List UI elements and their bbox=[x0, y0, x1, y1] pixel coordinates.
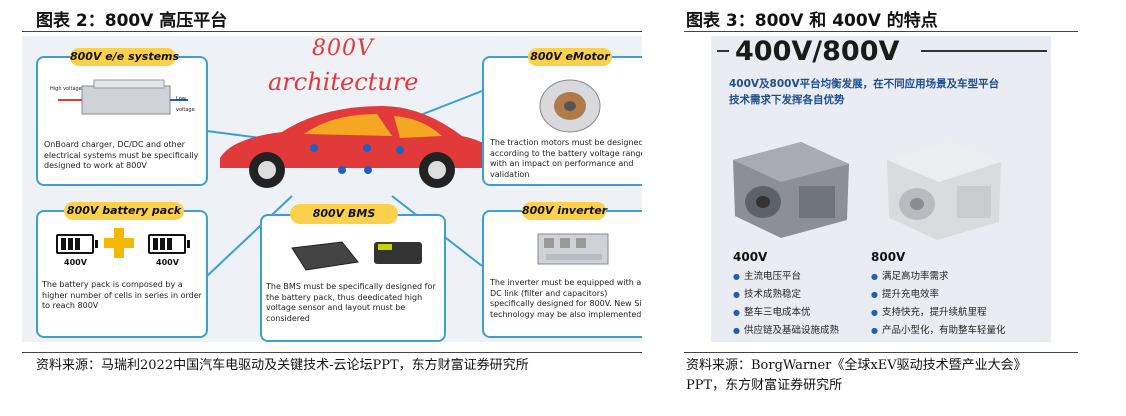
figure-3-panel: 400V/800V 400V及800V平台均衡发展，在不同应用场景及车型平台 技… bbox=[711, 36, 1051, 342]
card-ee-systems: High voltage Low voltage OnBoard charger… bbox=[36, 56, 208, 186]
inverter-icon bbox=[537, 233, 609, 265]
figure-2-bottom-rule bbox=[22, 352, 642, 353]
figure-3-subtitle-line2: 技术需求下发挥各自优势 bbox=[729, 94, 845, 106]
tag-bms: 800V BMS bbox=[290, 204, 398, 224]
card-emotor: The traction motors must be designed acc… bbox=[482, 56, 642, 186]
ee-module-icon bbox=[58, 79, 188, 115]
card-bms-description: The BMS must be specifically designed fo… bbox=[266, 282, 436, 323]
figure-3-source-line1: 资料来源：BorgWarner《全球xEV驱动技术暨产业大会》 bbox=[686, 358, 1027, 373]
figure-3-top-rule bbox=[684, 31, 1078, 32]
tag-emotor: 800V eMotor bbox=[528, 48, 612, 66]
card-emotor-description: The traction motors must be designed acc… bbox=[490, 138, 642, 179]
drive-unit-400v bbox=[733, 142, 849, 238]
figure-3-subtitle-line1: 400V及800V平台均衡发展，在不同应用场景及车型平台 bbox=[729, 78, 1000, 90]
figure-2-top-rule bbox=[22, 31, 642, 32]
col-800v-item: 产品小型化，有助整车轻量化 bbox=[871, 322, 1006, 336]
emotor-icon bbox=[539, 79, 601, 133]
col-400v-heading: 400V bbox=[733, 250, 768, 264]
battery-voltage-right: 400V bbox=[156, 258, 179, 267]
drive-units-image bbox=[733, 140, 1001, 240]
figure-2-source: 资料来源：马瑞利2022中国汽车电驱动及关键技术-云论坛PPT，东方财富证券研究… bbox=[36, 358, 529, 373]
battery-icon-right bbox=[148, 234, 190, 254]
figure-3-bottom-rule bbox=[684, 352, 1078, 353]
architecture-heading-line1: 800V bbox=[312, 36, 374, 61]
card-inverter: The inverter must be equipped with a DC … bbox=[482, 210, 642, 338]
connector-lines bbox=[206, 90, 496, 277]
tag-ee-systems: 800V e/e systems bbox=[70, 48, 179, 66]
col-800v-heading: 800V bbox=[871, 250, 906, 264]
figure-2-title: 图表 2：800V 高压平台 bbox=[36, 11, 228, 31]
bms-module-icon bbox=[291, 241, 422, 271]
red-car-illustration bbox=[220, 106, 496, 188]
figure-3-big-title: 400V/800V bbox=[735, 36, 900, 67]
tag-inverter: 800V inverter bbox=[522, 202, 607, 220]
plus-icon bbox=[104, 228, 134, 258]
col-800v-item: 提升充电效率 bbox=[871, 286, 939, 300]
architecture-heading-line2: architecture bbox=[268, 68, 419, 96]
battery-voltage-left: 400V bbox=[64, 258, 87, 267]
figure-3-source-line2: PPT，东方财富证券研究所 bbox=[686, 378, 843, 393]
card-battery-pack-description: The battery pack is composed by a higher… bbox=[42, 280, 202, 310]
card-battery-pack: 400V 400V The battery pack is composed b… bbox=[36, 210, 208, 338]
col-800v-item: 支持快充，提升续航里程 bbox=[871, 304, 987, 318]
tag-battery-pack: 800V battery pack bbox=[64, 202, 184, 220]
figure-3-title: 图表 3：800V 和 400V 的特点 bbox=[686, 11, 938, 31]
col-400v-item: 技术成熟稳定 bbox=[733, 286, 801, 300]
card-inverter-description: The inverter must be equipped with a DC … bbox=[490, 278, 642, 319]
figure-2-panel: 800V architecture High voltage Low volta… bbox=[22, 36, 642, 342]
card-ee-description: OnBoard charger, DC/DC and other electri… bbox=[44, 140, 199, 170]
drive-unit-800v bbox=[887, 140, 1001, 240]
label-low-voltage: Low voltage bbox=[176, 96, 195, 113]
col-400v-item: 整车三电成本优 bbox=[733, 304, 811, 318]
card-bms: The BMS must be specifically designed fo… bbox=[260, 214, 446, 342]
label-high-voltage: High voltage bbox=[50, 86, 82, 92]
col-400v-item: 供应链及基础设施成熟 bbox=[733, 322, 839, 336]
battery-icon-left bbox=[56, 234, 98, 254]
col-800v-item: 满足高功率需求 bbox=[871, 268, 949, 282]
col-400v-item: 主流电压平台 bbox=[733, 268, 801, 282]
